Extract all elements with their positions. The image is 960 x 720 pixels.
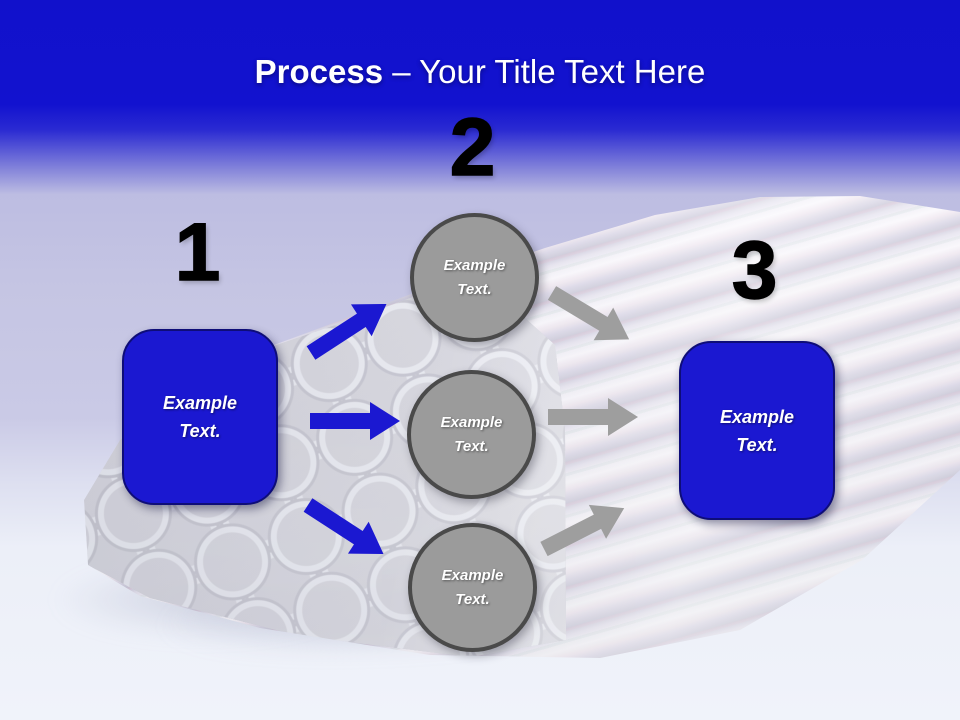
end-box: Example Text.: [679, 341, 835, 520]
start-box-label: Example Text.: [162, 393, 238, 441]
process-circle-3-label: Example Text.: [441, 566, 504, 608]
process-circle-1-label: Example Text.: [443, 256, 506, 298]
step-number-2: 2: [449, 102, 496, 193]
page-title: Process – Your Title Text Here: [0, 52, 960, 92]
process-circle-3: Example Text.: [408, 523, 537, 652]
process-circle-2-label: Example Text.: [440, 413, 503, 455]
title-text: – Your Title Text Here: [392, 53, 706, 90]
process-circle-2: Example Text.: [407, 370, 536, 499]
start-box: Example Text.: [122, 329, 278, 505]
process-circle-1: Example Text.: [410, 213, 539, 342]
step-number-3: 3: [731, 225, 778, 316]
step-number-1: 1: [174, 207, 221, 298]
title-emphasis: Process: [254, 53, 384, 90]
end-box-label: Example Text.: [719, 406, 795, 455]
